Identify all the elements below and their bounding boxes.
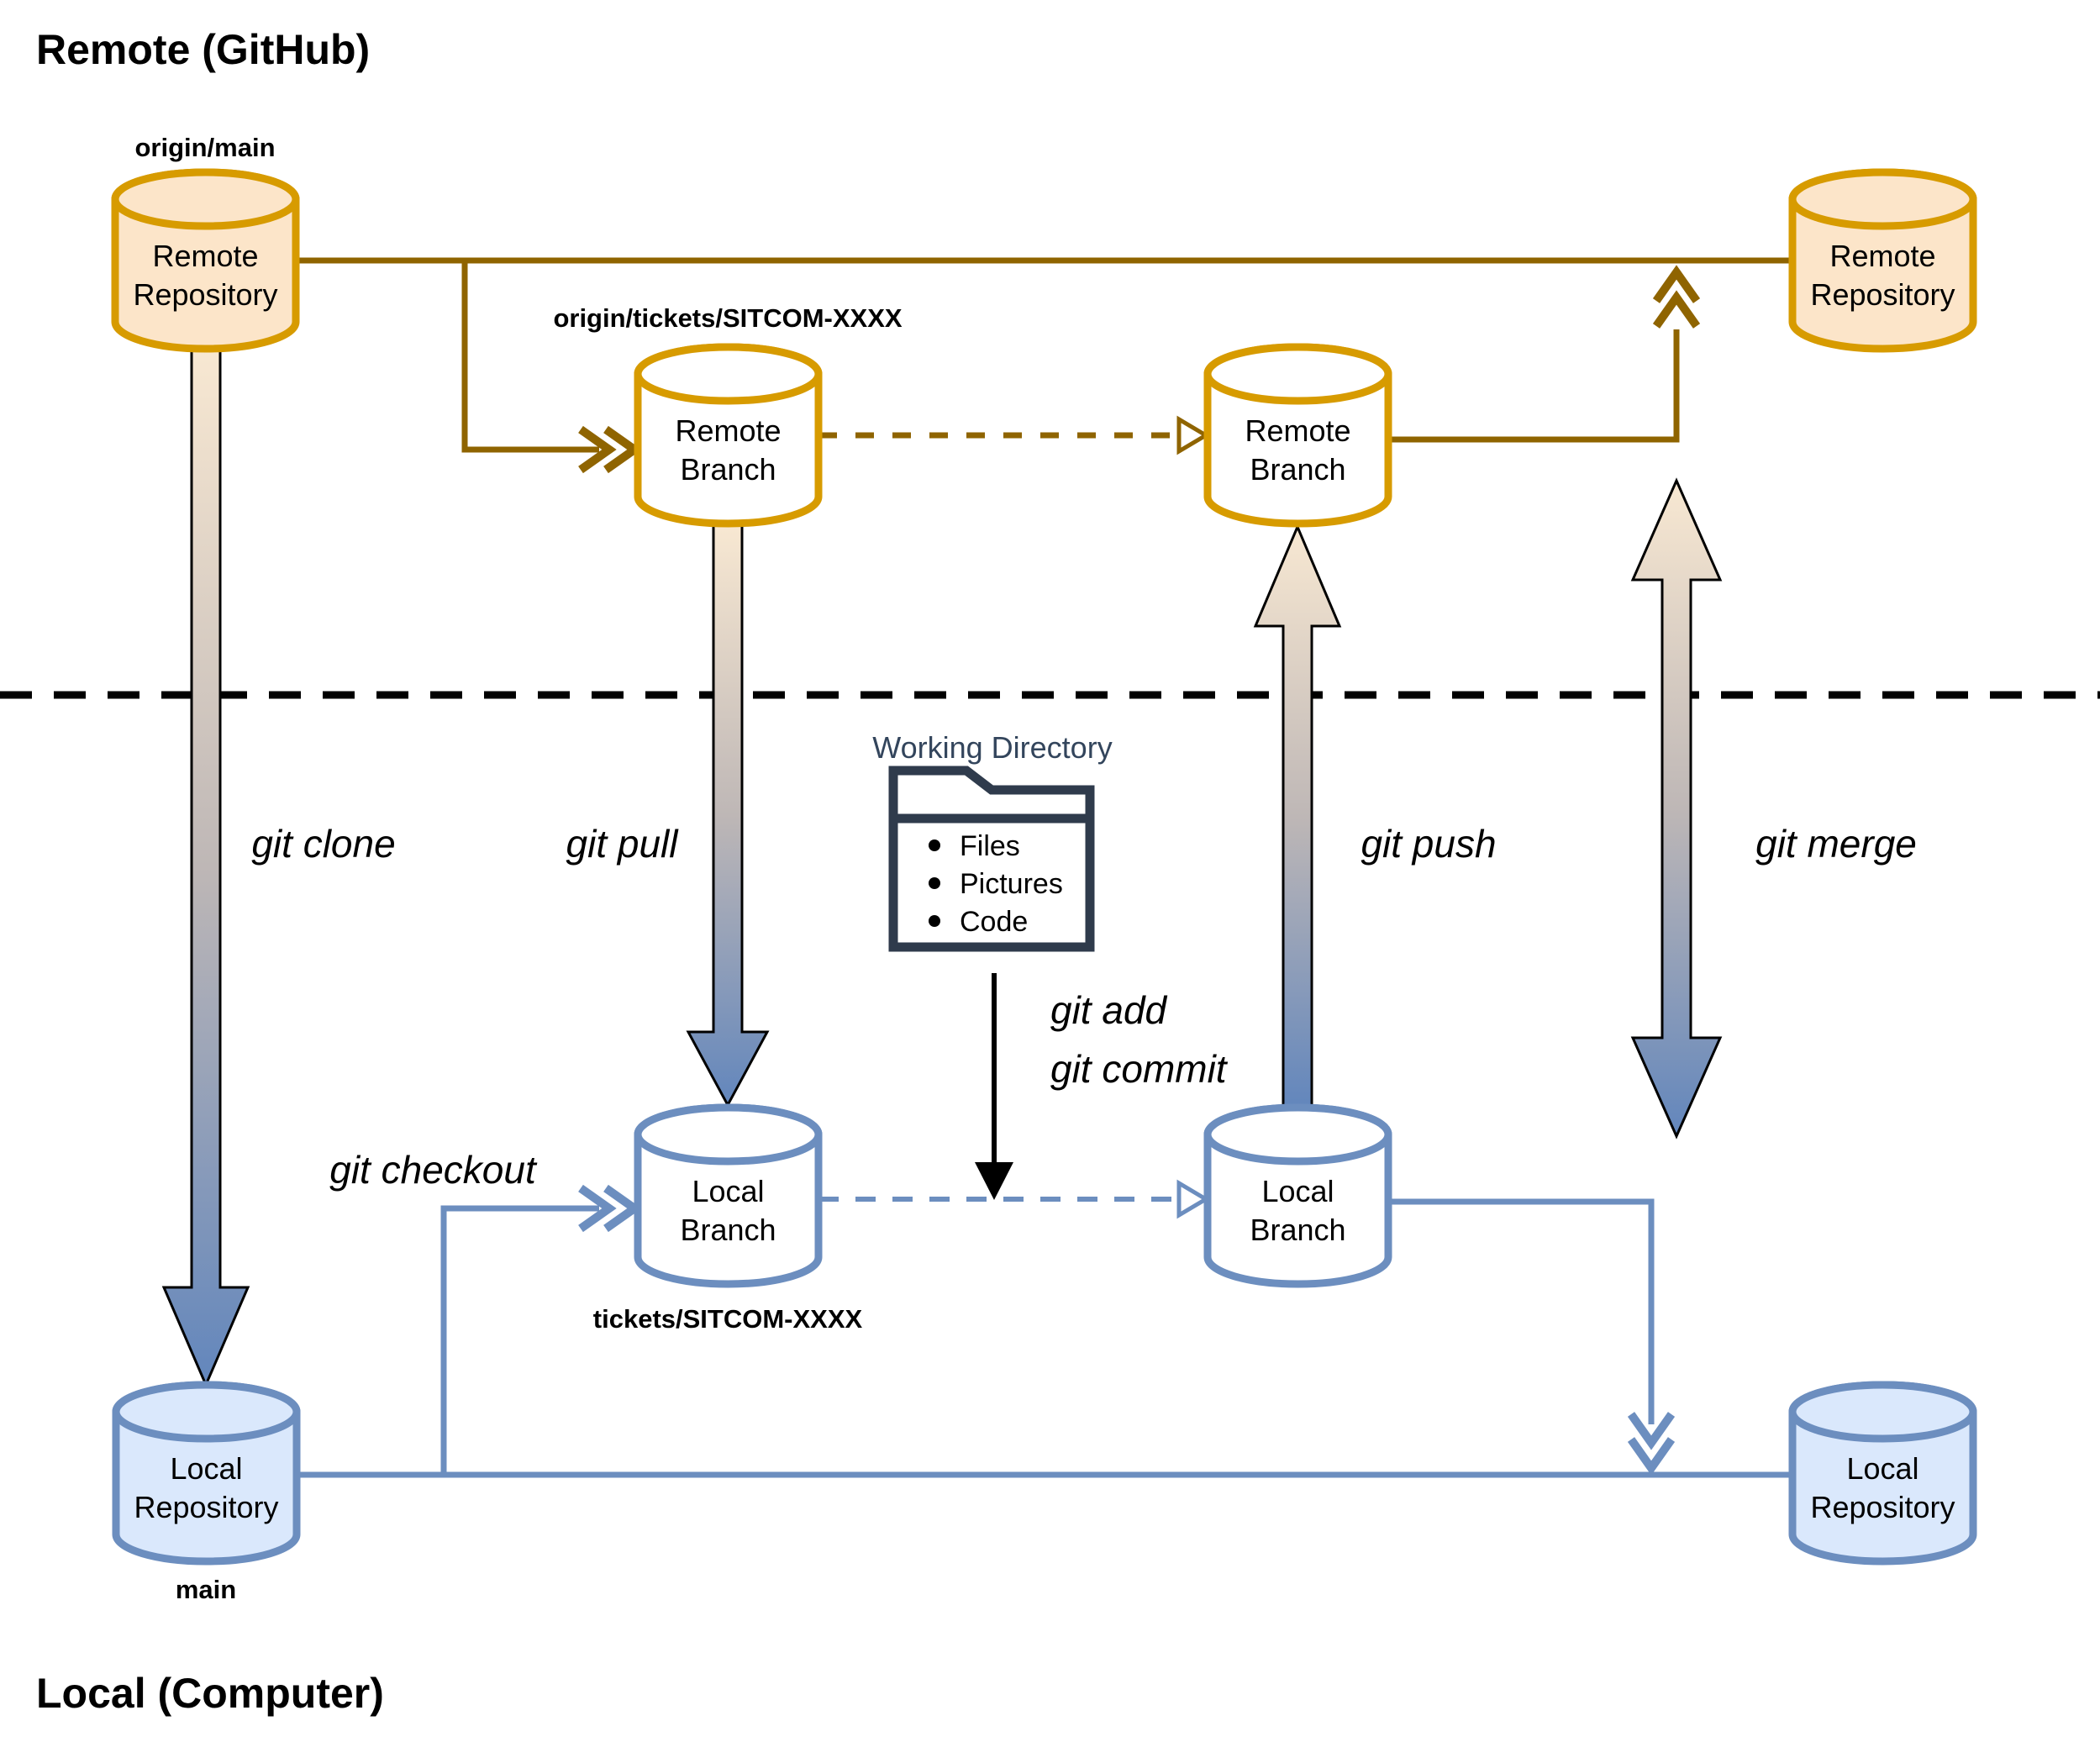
remote-branch-sync-arrowhead-icon [1176, 415, 1210, 455]
local-branch-label: Branch [680, 1213, 776, 1247]
remote-branch-left-node: Remote Branch [634, 343, 823, 528]
remote-branch-label: Remote [1245, 413, 1350, 448]
local-merge-back-chevron-icon [1627, 1412, 1676, 1450]
working-directory-item: Code [960, 906, 1028, 938]
local-repository-label: Local [1846, 1451, 1918, 1486]
bullet-icon [929, 839, 940, 851]
remote-branch-right-node: Remote Branch [1203, 343, 1392, 528]
local-repository-label: Repository [1810, 1490, 1955, 1524]
folder-icon [888, 766, 1095, 952]
working-directory-item: Files [960, 830, 1020, 862]
git-push-label: git push [1361, 822, 1496, 866]
local-branch-left-node: Local Branch [634, 1103, 823, 1288]
remote-section-title: Remote (GitHub) [36, 26, 370, 73]
remote-repository-label: Remote [152, 239, 258, 273]
bullet-icon [929, 915, 940, 927]
local-branch-right-node: Local Branch [1203, 1103, 1392, 1288]
local-section-title: Local (Computer) [36, 1670, 384, 1717]
git-checkout-label: git checkout [329, 1148, 538, 1192]
git-checkout-chevron-icon [578, 1184, 617, 1233]
local-ticket-ref-label: tickets/SITCOM-XXXX [593, 1304, 863, 1334]
remote-repository-label: Repository [133, 277, 277, 312]
remote-repository-label: Repository [1810, 277, 1955, 312]
git-add-label: git add [1050, 988, 1168, 1032]
git-checkout-line [440, 1205, 599, 1475]
origin-ticket-ref-label: origin/tickets/SITCOM-XXXX [553, 303, 902, 333]
remote-merge-back-chevron-icon [1652, 290, 1701, 329]
remote-repository-label: Remote [1829, 239, 1935, 273]
remote-branch-label: Branch [680, 452, 776, 487]
git-push-arrow [1253, 524, 1342, 1109]
working-directory-title: Working Directory [872, 730, 1112, 765]
working-directory-item: Pictures [960, 868, 1063, 900]
remote-repository-left-node: Remote Repository [111, 168, 300, 353]
origin-main-ref-label: origin/main [134, 133, 275, 162]
git-merge-label: git merge [1755, 822, 1917, 866]
working-directory-node: Working Directory Files Pictures Code [872, 730, 1113, 952]
git-clone-label: git clone [251, 822, 395, 866]
remote-branch-label: Branch [1250, 452, 1345, 487]
remote-repository-right-node: Remote Repository [1788, 168, 1977, 353]
remote-merge-back-line [1388, 329, 1680, 443]
git-add-commit-arrowhead-icon [975, 1162, 1013, 1200]
local-repository-left-node: Local Repository [112, 1381, 301, 1566]
local-branch-sync-arrowhead-icon [1176, 1179, 1210, 1219]
git-merge-arrow [1630, 477, 1723, 1139]
local-branch-label: Local [1261, 1174, 1334, 1208]
local-main-ref-label: main [176, 1575, 236, 1604]
local-repository-label: Local [170, 1451, 242, 1486]
local-merge-back-chevron-icon [1627, 1437, 1676, 1476]
remote-branch-create-line [461, 261, 599, 453]
local-repository-right-node: Local Repository [1788, 1381, 1977, 1566]
git-pull-arrow [686, 524, 770, 1108]
local-branch-label: Local [692, 1174, 764, 1208]
remote-branch-create-chevron-icon [578, 425, 617, 474]
git-commit-label: git commit [1050, 1047, 1229, 1091]
local-branch-label: Branch [1250, 1213, 1345, 1247]
git-clone-arrow [161, 347, 250, 1388]
remote-branch-label: Remote [675, 413, 781, 448]
local-repository-label: Repository [134, 1490, 278, 1524]
bullet-icon [929, 877, 940, 889]
remote-merge-back-chevron-icon [1652, 265, 1701, 303]
git-pull-label: git pull [566, 822, 680, 866]
local-merge-back-line [1388, 1198, 1655, 1424]
